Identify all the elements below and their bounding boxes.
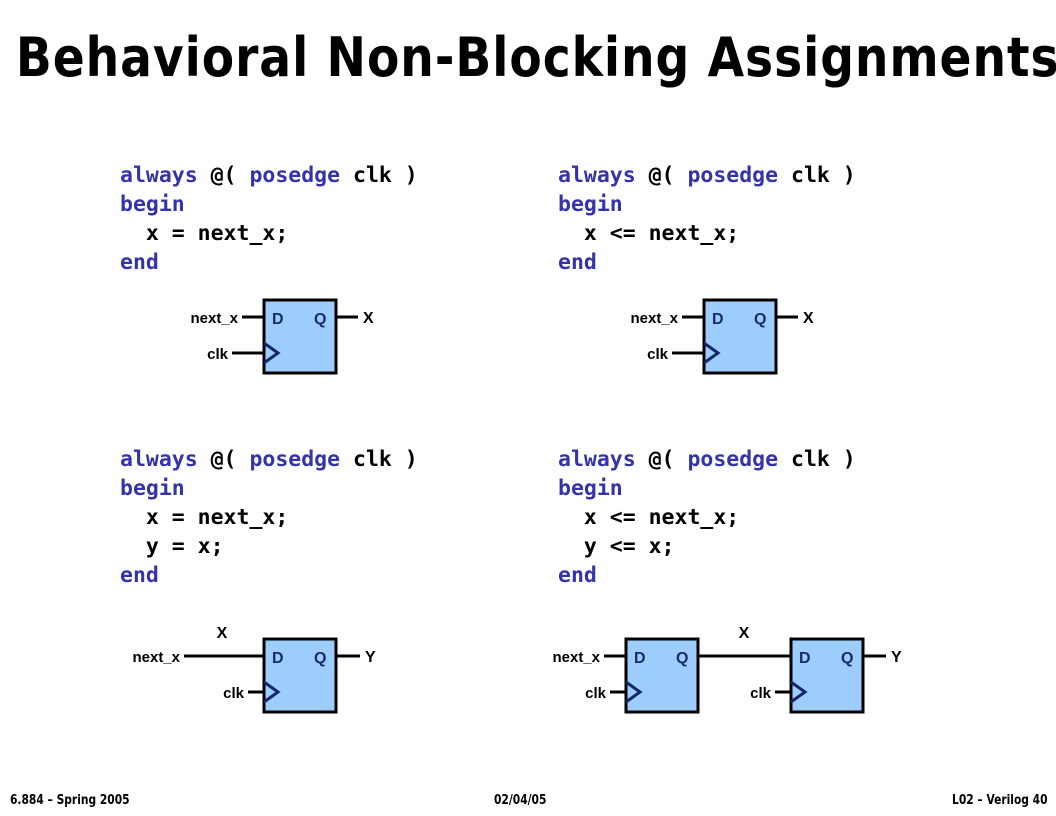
signal-label-clk: clk — [223, 685, 245, 702]
code-line: x <= next_x; — [558, 503, 856, 532]
code-keyword: begin — [120, 192, 185, 217]
signal-label-next-x: next_x — [190, 310, 238, 327]
signal-label-output: X — [803, 310, 814, 327]
signal-label-clk-2: clk — [750, 685, 772, 702]
code-line: begin — [558, 474, 856, 503]
code-block-bottom-left: always @( posedge clk )begin x = next_x;… — [120, 445, 418, 590]
code-keyword: posedge — [687, 163, 792, 188]
code-keyword: begin — [558, 476, 623, 501]
pin-label-q-1: Q — [676, 650, 688, 667]
pin-label-d: D — [272, 650, 284, 667]
code-text: @( — [210, 163, 250, 188]
signal-label-clk: clk — [207, 346, 229, 363]
code-line: y = x; — [120, 532, 418, 561]
footer-lecture-label: L02 – Verilog 40 — [952, 792, 1048, 808]
diagram-top-left: D Q next_x clk X — [170, 288, 400, 388]
code-keyword: posedge — [249, 447, 354, 472]
code-text: x <= next_x; — [558, 505, 740, 530]
code-line: x <= next_x; — [558, 219, 856, 248]
pin-label-d-1: D — [634, 650, 646, 667]
code-text: @( — [210, 447, 250, 472]
code-keyword: end — [558, 250, 597, 275]
code-text: @( — [648, 447, 688, 472]
diagram-bottom-left: D Q next_x X clk Y — [98, 612, 398, 717]
signal-label-next-x: next_x — [630, 310, 678, 327]
code-line: always @( posedge clk ) — [120, 161, 418, 190]
pin-label-q: Q — [314, 650, 326, 667]
code-line: end — [120, 248, 418, 277]
code-line: end — [120, 561, 418, 590]
footer: 6.884 – Spring 2005 02/04/05 L02 – Veril… — [0, 778, 1056, 816]
footer-course-label: 6.884 – Spring 2005 — [10, 792, 130, 808]
code-line: begin — [120, 474, 418, 503]
signal-label-next-x: next_x — [132, 649, 180, 666]
clock-triangle-icon-1 — [625, 680, 643, 704]
code-keyword: always — [120, 447, 211, 472]
code-line: always @( posedge clk ) — [558, 161, 856, 190]
code-line: end — [558, 248, 856, 277]
flipflop-box — [262, 298, 338, 375]
code-text: @( — [648, 163, 688, 188]
diagram-bottom-right: D Q D Q next_x clk X clk Y — [534, 612, 924, 717]
pin-label-d-2: D — [799, 650, 811, 667]
flipflop-box — [262, 637, 338, 714]
wire-label-x: X — [739, 625, 750, 642]
code-keyword: always — [558, 163, 649, 188]
clock-triangle-icon-2 — [790, 680, 808, 704]
code-text: clk ) — [791, 447, 856, 472]
signal-label-clk-1: clk — [585, 685, 607, 702]
code-text: clk ) — [353, 163, 418, 188]
signal-label-next-x: next_x — [552, 649, 600, 666]
code-block-bottom-right: always @( posedge clk )begin x <= next_x… — [558, 445, 856, 590]
footer-date-label: 02/04/05 — [494, 792, 547, 808]
code-line: always @( posedge clk ) — [558, 445, 856, 474]
signal-label-output: Y — [891, 649, 902, 666]
code-text: clk ) — [353, 447, 418, 472]
code-keyword: end — [120, 250, 159, 275]
code-keyword: begin — [558, 192, 623, 217]
clock-triangle-icon — [263, 341, 281, 365]
code-line: begin — [120, 190, 418, 219]
pin-label-q: Q — [314, 311, 326, 328]
pin-label-q-2: Q — [841, 650, 853, 667]
diagram-top-right: D Q next_x clk X — [610, 288, 840, 388]
clock-triangle-icon — [703, 341, 721, 365]
pin-label-d: D — [272, 311, 284, 328]
code-block-top-left: always @( posedge clk )begin x = next_x;… — [120, 161, 418, 277]
signal-label-output: X — [363, 310, 374, 327]
code-keyword: begin — [120, 476, 185, 501]
code-line: end — [558, 561, 856, 590]
pin-label-d: D — [712, 311, 724, 328]
code-line: y <= x; — [558, 532, 856, 561]
signal-label-output: Y — [365, 649, 376, 666]
code-block-top-right: always @( posedge clk )begin x <= next_x… — [558, 161, 856, 277]
code-text: x <= next_x; — [558, 221, 740, 246]
code-text: y <= x; — [558, 534, 675, 559]
flipflop-box-2 — [789, 637, 865, 714]
code-keyword: end — [120, 563, 159, 588]
pin-label-q: Q — [754, 311, 766, 328]
code-keyword: posedge — [687, 447, 792, 472]
wire-label-x: X — [217, 625, 228, 642]
code-text: x = next_x; — [120, 221, 289, 246]
clock-triangle-icon — [263, 680, 281, 704]
page-title: Behavioral Non-Blocking Assignments — [15, 26, 1056, 89]
code-line: always @( posedge clk ) — [120, 445, 418, 474]
code-line: x = next_x; — [120, 503, 418, 532]
code-line: x = next_x; — [120, 219, 418, 248]
code-text: y = x; — [120, 534, 224, 559]
code-text: x = next_x; — [120, 505, 289, 530]
code-keyword: posedge — [249, 163, 354, 188]
code-text: clk ) — [791, 163, 856, 188]
flipflop-box-1 — [624, 637, 700, 714]
signal-label-clk: clk — [647, 346, 669, 363]
code-line: begin — [558, 190, 856, 219]
code-keyword: always — [120, 163, 211, 188]
flipflop-box — [702, 298, 778, 375]
code-keyword: end — [558, 563, 597, 588]
code-keyword: always — [558, 447, 649, 472]
